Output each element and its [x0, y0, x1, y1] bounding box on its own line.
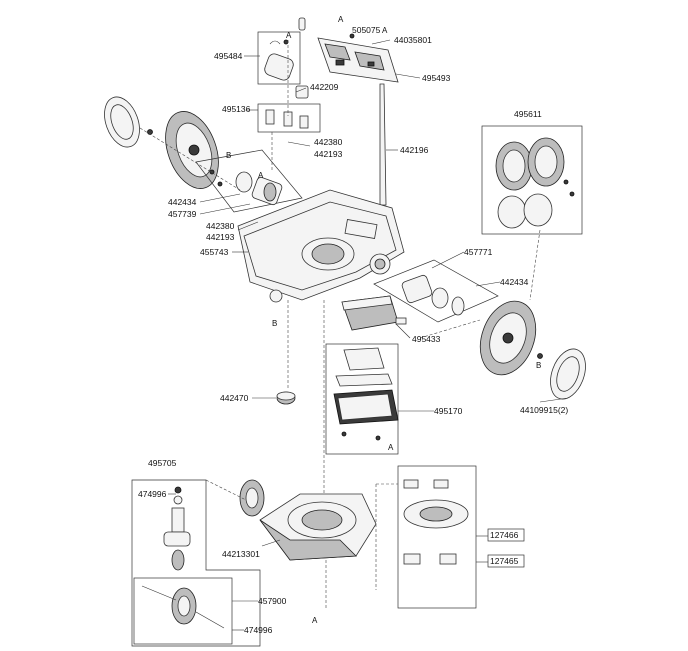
left-motor-group	[195, 149, 303, 213]
part-labels: 505075 44035801 495484 495493 442209 495…	[138, 25, 568, 635]
label-495433: 495433	[412, 334, 441, 344]
label-495170: 495170	[434, 406, 463, 416]
bottom-plate-44213301	[259, 493, 377, 561]
part-442470	[276, 391, 296, 405]
label-495493: 495493	[422, 73, 451, 83]
label-442193-top: 442193	[314, 149, 343, 159]
label-505075: 505075	[352, 25, 381, 35]
marker-a: A	[338, 15, 344, 24]
label-457900: 457900	[258, 596, 287, 606]
circuit-board-assembly	[317, 33, 399, 83]
label-442470: 442470	[220, 393, 249, 403]
left-wheel-assembly	[104, 96, 219, 189]
label-127466: 127466	[490, 530, 519, 540]
label-442209: 442209	[310, 82, 339, 92]
label-442434-left: 442434	[168, 197, 197, 207]
part-442209	[295, 17, 309, 99]
label-474996-bottom: 474996	[244, 625, 273, 635]
label-495484: 495484	[214, 51, 243, 61]
label-442380-top: 442380	[314, 137, 343, 147]
label-44213301: 44213301	[222, 549, 260, 559]
marker-a: A	[388, 443, 394, 452]
chassis-body	[237, 189, 405, 303]
marker-b: B	[226, 151, 231, 160]
dashed-guides	[139, 40, 541, 610]
group-495611	[481, 125, 583, 235]
cable-442196	[379, 83, 387, 206]
label-495705: 495705	[148, 458, 177, 468]
label-44035801: 44035801	[394, 35, 432, 45]
marker-a: A	[286, 31, 292, 40]
label-495136: 495136	[222, 104, 251, 114]
label-495611: 495611	[514, 109, 542, 119]
label-442380-mid: 442380	[206, 221, 235, 231]
reference-markers: A A A A B B A B A	[226, 15, 541, 625]
right-wheel-assembly	[479, 300, 586, 400]
right-motor-group	[373, 259, 499, 323]
label-474996-top: 474996	[138, 489, 167, 499]
group-495705	[131, 479, 261, 647]
label-44109915: 44109915(2)	[520, 405, 568, 415]
blade-disc-group	[397, 465, 477, 609]
battery-495433	[341, 295, 407, 331]
label-442193-mid: 442193	[206, 232, 235, 242]
label-457739: 457739	[168, 209, 197, 219]
front-caster	[239, 479, 265, 517]
label-442196: 442196	[400, 145, 429, 155]
marker-a: A	[382, 26, 388, 35]
marker-a: A	[312, 616, 318, 625]
leader-lines	[168, 39, 569, 631]
label-442434-right: 442434	[500, 277, 529, 287]
label-455743: 455743	[200, 247, 229, 257]
label-457771: 457771	[464, 247, 493, 257]
group-495170	[325, 343, 399, 455]
marker-b: B	[536, 361, 541, 370]
group-495484	[257, 31, 301, 85]
marker-a: A	[258, 171, 264, 180]
marker-b: B	[272, 319, 277, 328]
group-495136	[257, 103, 321, 133]
label-127465: 127465	[490, 556, 519, 566]
